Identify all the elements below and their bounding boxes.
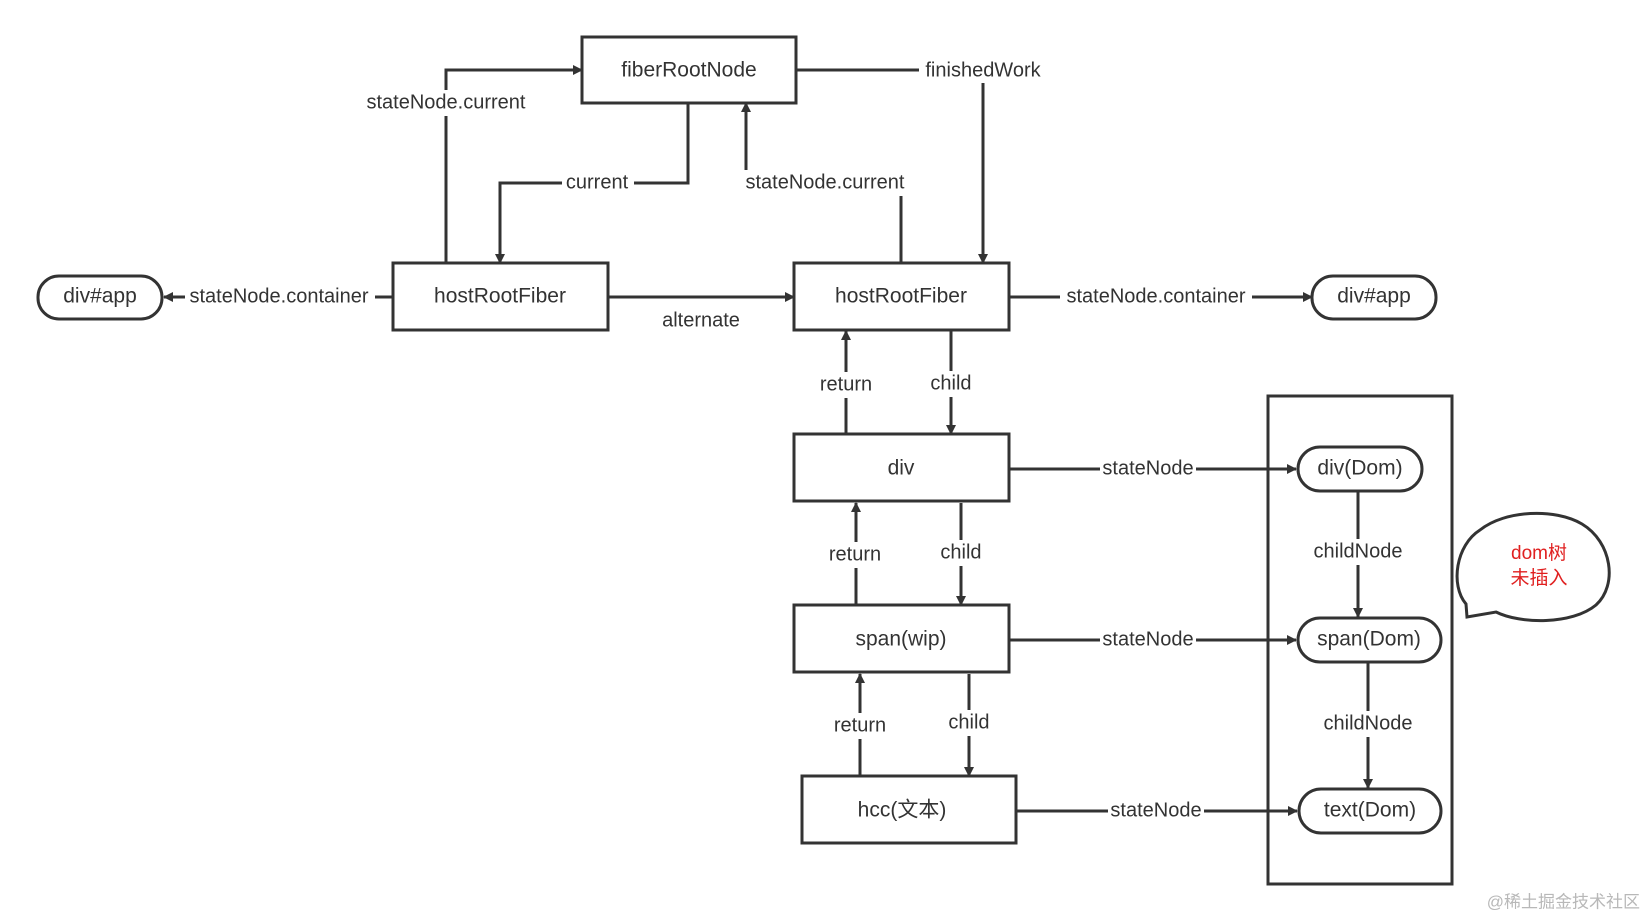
dom-tree-container xyxy=(1266,394,1454,886)
note-line-1: dom树 xyxy=(1511,542,1567,564)
edge-finished-work xyxy=(796,68,988,264)
node-span-dom: span(Dom) xyxy=(1296,616,1443,664)
label-child-2: child xyxy=(940,541,981,563)
node-div-dom: div(Dom) xyxy=(1296,445,1424,493)
label-return-1: return xyxy=(820,373,872,395)
note-callout: dom树 未插入 xyxy=(1455,511,1611,623)
node-host-root-fiber-wip: hostRootFiber xyxy=(792,261,1011,332)
label-state-node-current-left: stateNode.current xyxy=(367,91,526,113)
node-label: div xyxy=(888,457,915,480)
label-state-node-span: stateNode xyxy=(1102,628,1193,650)
node-span-fiber: span(wip) xyxy=(792,603,1011,674)
label-state-node-div: stateNode xyxy=(1102,457,1193,479)
node-label: hostRootFiber xyxy=(434,285,566,308)
label-state-node-text: stateNode xyxy=(1110,799,1201,821)
node-label: div(Dom) xyxy=(1317,457,1402,480)
label-state-node-current-right: stateNode.current xyxy=(746,171,905,193)
node-div-app-left: div#app xyxy=(36,274,164,321)
label-state-node-container-left: stateNode.container xyxy=(189,285,368,307)
node-label: fiberRootNode xyxy=(621,59,756,82)
label-child-3: child xyxy=(948,711,989,733)
node-label: text(Dom) xyxy=(1324,799,1416,822)
label-finished-work: finishedWork xyxy=(925,59,1041,81)
node-label: span(Dom) xyxy=(1317,628,1421,651)
node-host-root-fiber-current: hostRootFiber xyxy=(391,261,610,332)
note-line-2: 未插入 xyxy=(1510,567,1567,589)
node-label: div#app xyxy=(1337,285,1411,308)
label-return-2: return xyxy=(829,543,881,565)
node-div-fiber: div xyxy=(792,432,1011,503)
label-child-node-2: childNode xyxy=(1324,712,1413,734)
callout-bubble xyxy=(1455,511,1611,623)
node-div-app-right: div#app xyxy=(1310,274,1438,321)
label-return-3: return xyxy=(834,714,886,736)
label-alternate: alternate xyxy=(662,309,740,331)
label-child-node-1: childNode xyxy=(1314,540,1403,562)
node-fiber-root-node: fiberRootNode xyxy=(580,35,798,105)
label-current: current xyxy=(566,171,629,193)
node-label: span(wip) xyxy=(855,628,946,651)
node-label: div#app xyxy=(63,285,137,308)
node-text-fiber: hcc(文本) xyxy=(800,774,1018,845)
label-child-1: child xyxy=(930,372,971,394)
edge-state-node-current-left xyxy=(444,65,583,263)
node-text-dom: text(Dom) xyxy=(1297,787,1443,835)
watermark: @稀土掘金技术社区 xyxy=(1487,892,1640,911)
node-label: hcc(文本) xyxy=(858,799,947,822)
label-state-node-container-right: stateNode.container xyxy=(1066,285,1245,307)
node-label: hostRootFiber xyxy=(835,285,967,308)
